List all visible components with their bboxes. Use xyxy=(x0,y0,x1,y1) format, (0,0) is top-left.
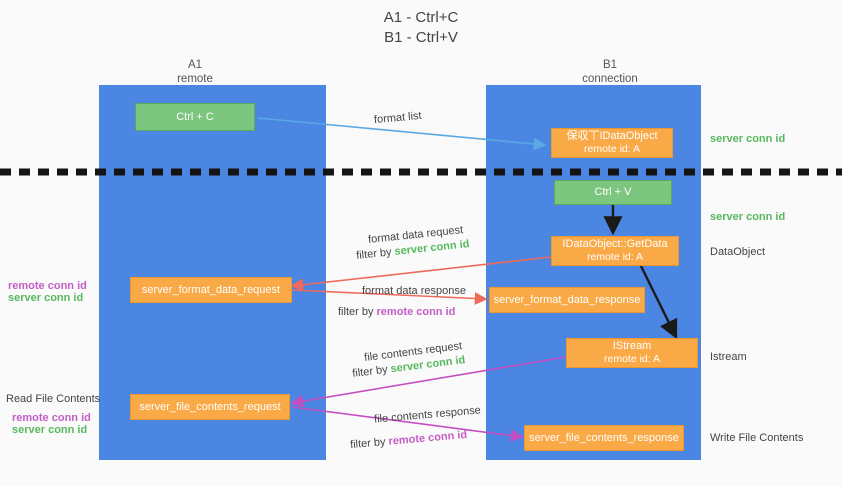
right-label-dataobject: DataObject xyxy=(710,246,766,258)
caption-format-list: format list xyxy=(373,109,423,127)
box-ctrl-c-label: Ctrl + C xyxy=(176,110,214,123)
box-istream-remote-id: remote id: A xyxy=(603,353,661,365)
caption-file-contents-response-filter-prefix: filter by xyxy=(349,435,390,452)
box-idataobject-getdata[interactable]: IDataObject::GetData remote id: A xyxy=(551,236,679,266)
caption-format-data-response-filter-prefix: filter by xyxy=(338,306,377,318)
title-line-2: B1 - Ctrl+V xyxy=(384,29,458,46)
caption-format-data-response-filter: filter by remote conn id xyxy=(338,305,455,320)
caption-file-contents-response-filter: filter by remote conn id xyxy=(350,428,468,453)
box-server-format-data-request-label: server_format_data_request xyxy=(141,283,281,296)
right-label-server-conn-id-top: server conn id xyxy=(710,133,786,145)
box-server-file-contents-response-label: server_file_contents_response xyxy=(529,431,679,444)
box-istream[interactable]: IStream remote id: A xyxy=(566,338,698,368)
lane-b1-name: B1 xyxy=(602,59,618,71)
box-ctrl-v[interactable]: Ctrl + V xyxy=(554,180,672,205)
lane-a1-name: A1 xyxy=(187,59,203,71)
box-istream-label: IStream xyxy=(612,340,652,352)
box-server-file-contents-request-label: server_file_contents_request xyxy=(139,400,281,413)
lane-header-a1: A1 remote xyxy=(130,58,260,86)
box-ctrl-v-label: Ctrl + V xyxy=(594,186,632,198)
caption-format-data-response: format data response xyxy=(362,285,466,297)
lane-a1-sub: remote xyxy=(177,73,213,85)
right-label-write-file-contents: Write File Contents xyxy=(710,432,804,444)
lane-b1-sub: connection xyxy=(582,73,638,85)
left-label-server-conn-id-1: server conn id xyxy=(8,292,84,304)
caption-format-data-response-filter-key: remote conn id xyxy=(376,306,456,318)
caption-file-contents-response-filter-key: remote conn id xyxy=(388,428,468,448)
caption-file-contents-response: file contents response xyxy=(373,404,482,426)
left-label-read-file-contents: Read File Contents xyxy=(6,393,101,405)
left-label-server-conn-id-2: server conn id xyxy=(12,424,88,436)
box-ole-idataobject[interactable]: 保収丅IDataObject remote id: A xyxy=(551,128,673,158)
title-line-1: A1 - Ctrl+C xyxy=(383,9,459,26)
box-server-format-data-request[interactable]: server_format_data_request xyxy=(130,277,292,303)
box-server-file-contents-response[interactable]: server_file_contents_response xyxy=(524,425,684,451)
box-server-format-data-response[interactable]: server_format_data_response xyxy=(489,287,645,313)
right-label-server-conn-id-second: server conn id xyxy=(710,211,786,223)
caption-file-contents-request-filter-prefix: filter by xyxy=(351,363,392,380)
box-ctrl-c[interactable]: Ctrl + C xyxy=(135,103,255,131)
left-label-remote-conn-id-2: remote conn id xyxy=(12,412,91,424)
box-idataobject-getdata-label: IDataObject::GetData xyxy=(562,238,668,250)
diagram-title: A1 - Ctrl+C B1 - Ctrl+V xyxy=(0,8,842,48)
lane-header-b1: B1 connection xyxy=(545,58,675,86)
box-idataobject-getdata-remote-id: remote id: A xyxy=(586,251,644,263)
caption-format-data-request-filter-prefix: filter by xyxy=(355,245,396,262)
box-ole-idataobject-remote-id: remote id: A xyxy=(583,143,641,155)
box-ole-idataobject-label: 保収丅IDataObject xyxy=(566,130,658,142)
left-label-remote-conn-id-1: remote conn id xyxy=(8,280,87,292)
box-server-file-contents-request[interactable]: server_file_contents_request xyxy=(130,394,290,420)
box-server-format-data-response-label: server_format_data_response xyxy=(493,293,641,306)
right-label-istream: Istream xyxy=(710,351,747,363)
